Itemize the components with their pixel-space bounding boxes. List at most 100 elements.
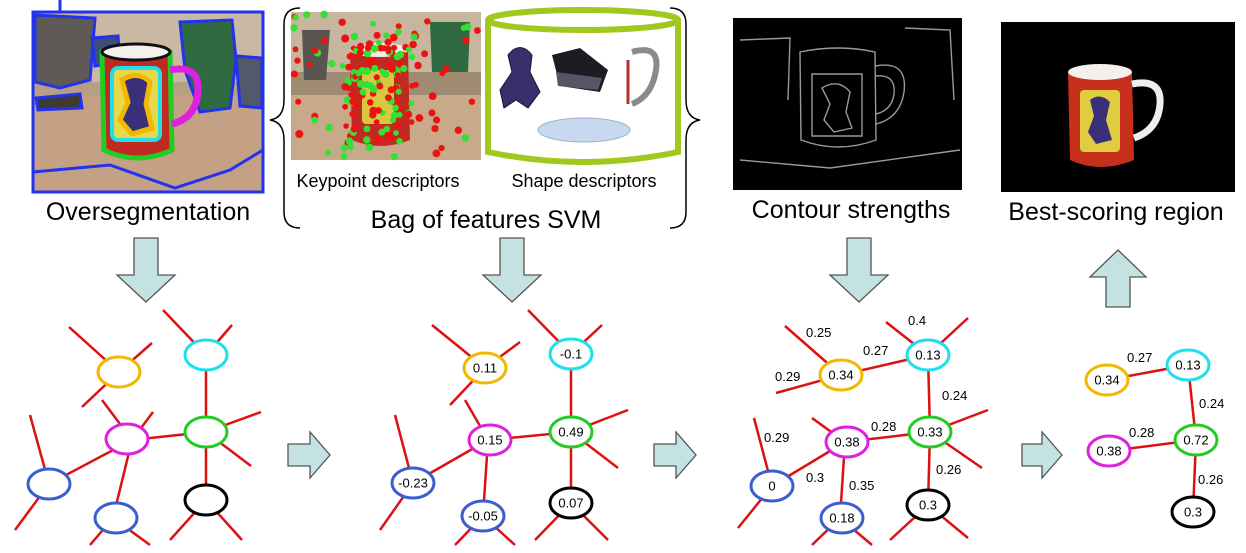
node-score: 0.13: [915, 348, 940, 363]
node-magenta: [824, 425, 870, 459]
keypoint-dot: [424, 18, 431, 25]
keypoint-dot: [392, 104, 399, 112]
node-yellow: [462, 351, 508, 385]
keypoint-dot: [464, 23, 472, 31]
keypoint-dot: [355, 69, 363, 77]
right-arrow-2: [653, 430, 697, 480]
keypoint-dot: [342, 103, 348, 110]
keypoint-dot: [395, 28, 402, 36]
edge-weight: 0.28: [871, 419, 896, 434]
keypoint-dot: [371, 64, 379, 72]
node-black: [183, 483, 229, 517]
keypoint-dot: [396, 111, 403, 118]
keypoint-dot: [311, 116, 318, 124]
node-black: [548, 486, 594, 520]
keypoint-dot: [405, 46, 412, 53]
keypoint-dot: [454, 126, 462, 134]
keypoint-dot: [432, 149, 441, 158]
keypoint-dot: [375, 107, 382, 114]
keypoint-dot: [431, 125, 439, 133]
node-score: 0.34: [828, 368, 853, 383]
keypoint-dot: [395, 23, 402, 30]
keypoint-dot: [363, 125, 371, 133]
keypoint-dot: [433, 116, 441, 124]
keypoint-dot: [343, 123, 349, 129]
shape-descriptor-cylinder: [485, 7, 681, 165]
left-brace: [269, 7, 301, 229]
keypoint-dot: [341, 34, 350, 43]
keypoint-dot: [396, 138, 403, 145]
keypoint-dot: [340, 144, 348, 152]
edge-weight: 0.29: [775, 369, 800, 384]
keypoint-dot: [373, 74, 380, 81]
node-blue-2: [93, 501, 139, 535]
right-brace: [669, 7, 701, 229]
keypoint-dot: [404, 110, 413, 119]
keypoint-dot: [410, 33, 418, 41]
keypoint-dot: [363, 67, 371, 75]
keypoint-dot: [363, 136, 371, 144]
keypoint-dot: [461, 134, 470, 142]
keypoint-dot: [363, 49, 372, 58]
keypoint-dot: [474, 27, 481, 34]
node-score: 0.13: [1175, 358, 1200, 373]
keypoint-dot: [366, 99, 374, 106]
keypoint-dot: [349, 98, 357, 106]
keypoint-dot: [320, 37, 328, 45]
keypoint-dot: [345, 63, 352, 71]
edge-weight: 0.27: [863, 343, 888, 358]
keypoint-dot: [415, 114, 424, 122]
right-arrow-1: [287, 430, 331, 480]
keypoint-dot: [346, 53, 353, 60]
edge-weight: 0.4: [908, 313, 926, 328]
keypoint-dot: [389, 33, 398, 42]
keypoint-image: [290, 10, 481, 161]
keypoint-dot: [290, 70, 298, 78]
keypoint-dot: [350, 32, 359, 41]
keypoint-dot: [365, 143, 374, 152]
keypoint-dot: [370, 44, 379, 53]
keypoint-dot: [303, 11, 311, 19]
keypoint-dot: [414, 61, 422, 70]
keypoint-dot: [339, 62, 346, 69]
node-score: -0.1: [560, 347, 582, 362]
keypoint-dot: [376, 82, 384, 90]
node-blue-1: [390, 466, 436, 500]
node-cyan: [1165, 348, 1211, 382]
keypoint-dot: [381, 70, 390, 78]
keypoint-dot: [408, 100, 415, 107]
keypoint-dot: [438, 144, 445, 152]
keypoint-dot: [390, 111, 399, 119]
edge-weight: 0.26: [1198, 472, 1223, 487]
graph-1: [13, 309, 262, 547]
keypoint-dot: [394, 72, 401, 78]
node-black: [1170, 495, 1216, 529]
keypoint-dot: [340, 152, 348, 160]
up-arrow: [1088, 249, 1148, 308]
keypoint-dot: [428, 109, 436, 117]
edge-weight: 0.24: [942, 388, 967, 403]
node-score: 0.18: [829, 511, 854, 526]
keypoint-dot: [370, 20, 376, 27]
keypoint-dot: [385, 94, 392, 101]
keypoint-dot: [348, 91, 355, 98]
node-score: 0.07: [558, 496, 583, 511]
keypoint-dot: [383, 32, 390, 39]
down-arrow-3: [828, 237, 890, 303]
edge-weight: 0.26: [936, 462, 961, 477]
node-score: 0.38: [834, 435, 859, 450]
keypoint-dot: [346, 143, 354, 151]
keypoint-dot: [362, 81, 370, 89]
keypoint-dot: [292, 14, 299, 21]
keypoint-dot: [384, 38, 392, 46]
keypoint-dot: [391, 44, 398, 51]
keypoint-dot: [439, 70, 446, 77]
keypoint-dot: [357, 49, 364, 56]
node-score: 0.3: [919, 498, 937, 513]
node-cyan: [183, 338, 229, 372]
keypoint-dot: [393, 52, 402, 61]
keypoint-dot: [409, 82, 416, 89]
keypoint-dot: [365, 58, 373, 66]
node-blue-2: [460, 499, 506, 533]
keypoint-dot: [328, 60, 336, 68]
